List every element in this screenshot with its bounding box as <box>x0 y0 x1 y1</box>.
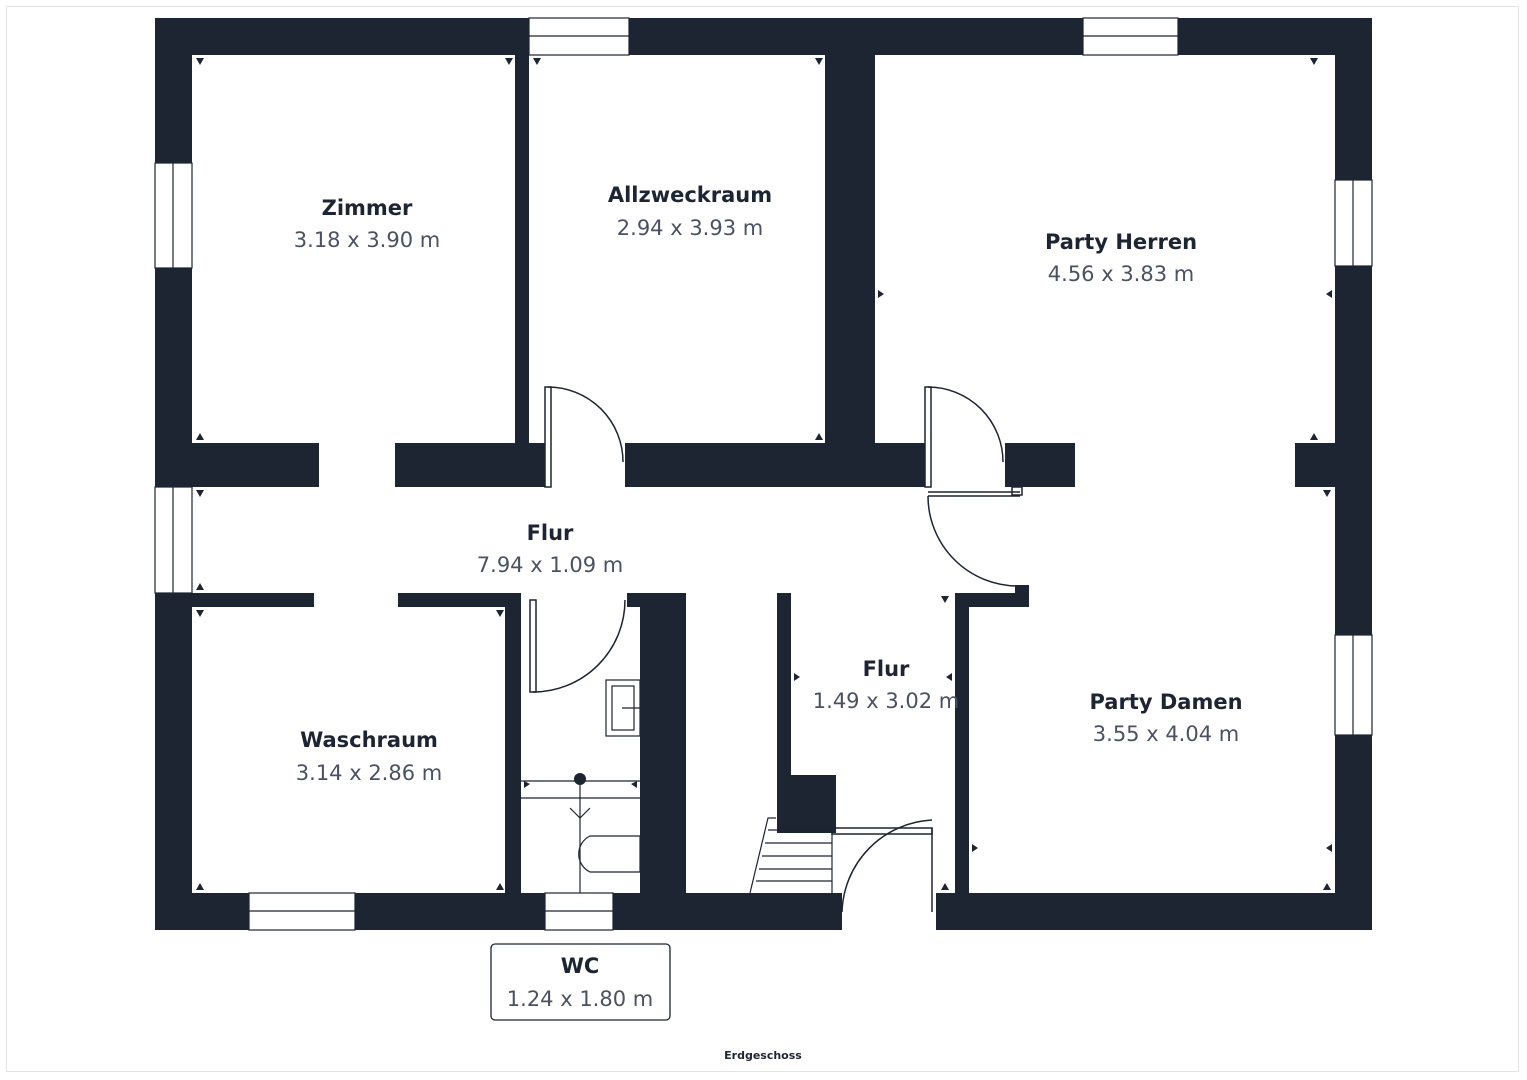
window-bottom-waschraum <box>248 892 356 931</box>
room-dims: 1.24 x 1.80 m <box>507 987 653 1011</box>
wall-bottom-right <box>936 893 1372 930</box>
wall-waschraum-wc <box>505 593 521 893</box>
wall-h4 <box>1005 443 1075 487</box>
room-flur-main: Flur 7.94 x 1.09 m <box>477 521 623 577</box>
wall-h7 <box>398 593 518 607</box>
room-dims: 1.49 x 3.02 m <box>813 689 959 713</box>
window-top-allzweck <box>528 17 630 56</box>
room-allzweckraum: Allzweckraum 2.94 x 3.93 m <box>608 183 772 240</box>
room-dims: 7.94 x 1.09 m <box>477 553 623 577</box>
floor-label: Erdgeschoss <box>724 1049 802 1062</box>
window-top-herren <box>1082 17 1179 56</box>
room-dims: 3.55 x 4.04 m <box>1093 722 1239 746</box>
room-dims: 2.94 x 3.93 m <box>617 216 763 240</box>
room-zimmer: Zimmer 3.18 x 3.90 m <box>294 196 440 252</box>
wall-flur-left <box>777 593 791 833</box>
wall-allzweck-herren <box>825 55 875 445</box>
wall-damen-top <box>955 593 1017 607</box>
room-name: Allzweckraum <box>608 183 772 207</box>
window-left-flur <box>154 486 193 594</box>
wc-label-box <box>490 943 671 1021</box>
wall-damen-left <box>955 593 969 893</box>
wall-h2 <box>395 443 545 487</box>
room-name: Party Damen <box>1089 690 1242 714</box>
wall-right <box>1335 18 1372 930</box>
window-bottom-wc <box>544 892 614 931</box>
windows <box>154 17 1373 931</box>
page-frame <box>6 6 1519 1072</box>
room-name: Flur <box>863 657 910 681</box>
walls <box>155 18 1372 930</box>
door-herren <box>924 386 1004 488</box>
room-name: WC <box>561 954 600 978</box>
wc-marker <box>574 773 586 785</box>
window-left-zimmer <box>154 162 193 269</box>
room-name: Flur <box>527 521 574 545</box>
door-allzweck <box>544 386 624 488</box>
room-flur-small: Flur 1.49 x 3.02 m <box>813 657 959 713</box>
toilet <box>578 835 641 873</box>
wall-wc-flur <box>640 593 686 893</box>
door-damen <box>927 486 1023 587</box>
wall-top <box>155 18 1372 55</box>
door-entrance <box>831 819 933 913</box>
room-dims: 4.56 x 3.83 m <box>1048 262 1194 286</box>
room-dims: 3.18 x 3.90 m <box>294 228 440 252</box>
wall-zimmer-allzweck <box>515 55 529 445</box>
corner-markers <box>196 58 1332 890</box>
wall-h5 <box>1295 443 1335 487</box>
door-wc <box>529 599 626 693</box>
room-party-herren: Party Herren 4.56 x 3.83 m <box>1045 230 1197 286</box>
wall-h1 <box>192 443 319 487</box>
room-party-damen: Party Damen 3.55 x 4.04 m <box>1089 690 1242 746</box>
wall-stair-block <box>777 775 836 833</box>
room-name: Party Herren <box>1045 230 1197 254</box>
wall-left <box>155 18 192 930</box>
room-name: Waschraum <box>300 728 438 752</box>
room-wc: WC 1.24 x 1.80 m <box>490 943 671 1021</box>
wall-h6 <box>192 593 314 607</box>
room-waschraum: Waschraum 3.14 x 2.86 m <box>296 728 442 785</box>
wall-h3 <box>625 443 925 487</box>
doors <box>529 386 1023 913</box>
wall-damen-stub <box>1015 585 1029 607</box>
wc-fixtures <box>521 679 641 893</box>
window-right-damen <box>1334 634 1373 736</box>
room-dims: 3.14 x 2.86 m <box>296 761 442 785</box>
room-name: Zimmer <box>322 196 413 220</box>
window-right-herren <box>1334 179 1373 267</box>
stairs <box>749 817 833 894</box>
